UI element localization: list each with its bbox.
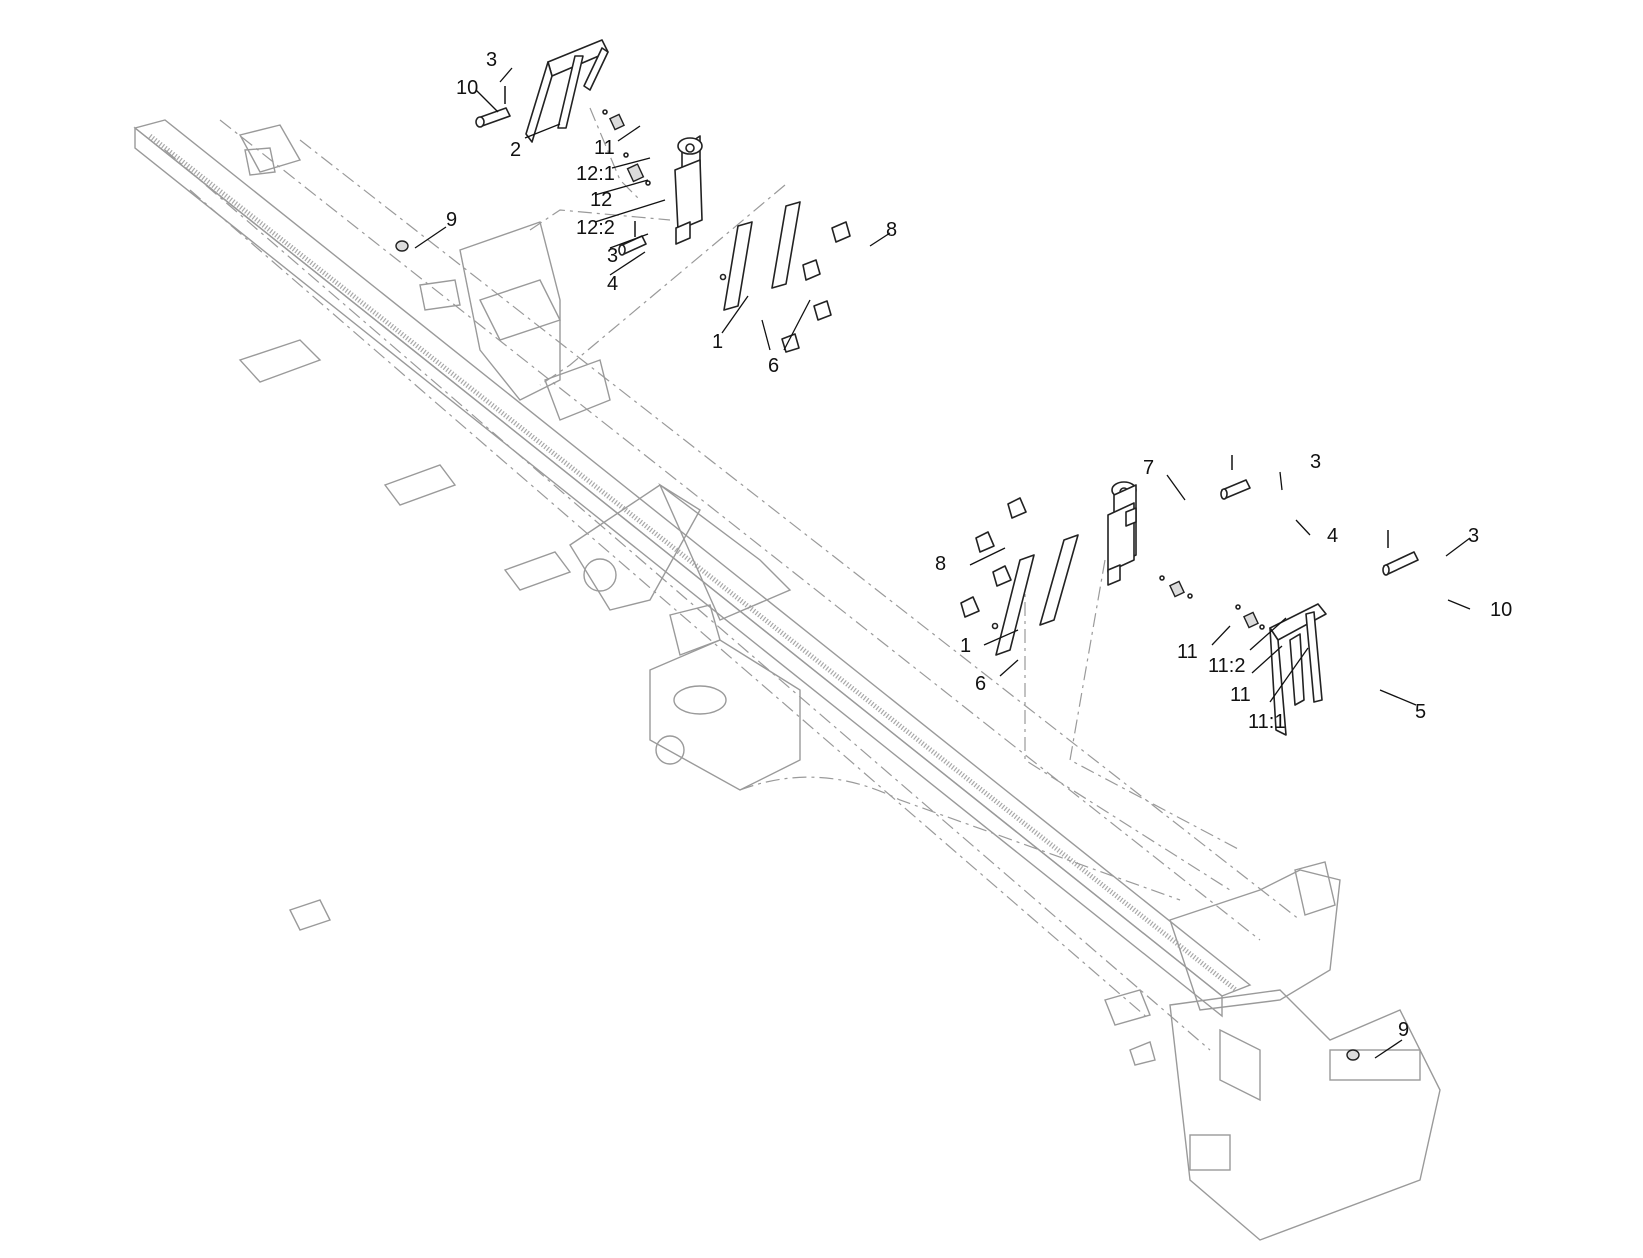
- callout-11-1: 11:1: [1248, 711, 1285, 733]
- callout-11-upper: 11: [594, 137, 615, 159]
- leader-lines: [414, 67, 1471, 1059]
- grease-fitting-lower: [991, 622, 999, 630]
- callout-4-lower: 4: [1327, 525, 1338, 547]
- grease-fitting-upper: [719, 273, 727, 281]
- callout-6-lower: 6: [975, 673, 986, 695]
- link-bars-upper: [723, 201, 801, 311]
- clevis-bracket-lower: [1269, 603, 1327, 736]
- lower-assembly: [960, 455, 1419, 1061]
- pin-10-lower: [1382, 551, 1419, 576]
- callout-4-upper: 4: [607, 273, 618, 295]
- pin-10-upper: [475, 107, 511, 128]
- callout-11-2: 11:2: [1208, 655, 1245, 677]
- callout-12-2: 12:2: [576, 217, 615, 239]
- callout-8-lower: 8: [935, 553, 946, 575]
- callout-3-upper-mid: 3: [607, 245, 618, 267]
- callout-1-lower: 1: [960, 635, 971, 657]
- link-bars-lower: [995, 534, 1079, 656]
- pin-4-upper: [618, 235, 647, 256]
- callout-12-1: 12:1: [576, 163, 615, 185]
- callout-11-lower-a: 11: [1177, 641, 1198, 663]
- callout-2: 2: [510, 139, 521, 161]
- hydraulic-cylinder-upper: [674, 135, 703, 245]
- callout-3-lower-a: 3: [1310, 451, 1321, 473]
- callout-7: 7: [1143, 457, 1154, 479]
- callout-8-upper: 8: [886, 219, 897, 241]
- callout-1-upper: 1: [712, 331, 723, 353]
- bolts-8-lower: [960, 497, 1027, 618]
- callout-6-upper: 6: [768, 355, 779, 377]
- fitting-11-lower-b: [1235, 604, 1265, 630]
- callout-11-lower-b: 11: [1230, 684, 1251, 706]
- pin-4-lower: [1220, 479, 1251, 500]
- callout-3-lower-b: 3: [1468, 525, 1479, 547]
- nut-9-lower: [1346, 1049, 1360, 1061]
- callout-5: 5: [1415, 701, 1426, 723]
- callout-10-upper: 10: [456, 77, 478, 99]
- fitting-12-upper: [623, 152, 651, 186]
- hydraulic-cylinder-lower: [1107, 481, 1137, 586]
- bolts-8-upper: [781, 221, 851, 353]
- callout-12: 12: [590, 189, 612, 211]
- nut-9-upper: [395, 240, 409, 252]
- upper-assembly: [395, 39, 851, 353]
- main-frame-ghost: [133, 107, 1441, 1241]
- fitting-11-upper: [602, 109, 625, 131]
- callout-3-upper-top: 3: [486, 49, 497, 71]
- callout-9-lower: 9: [1398, 1019, 1409, 1041]
- callout-10-lower: 10: [1490, 599, 1512, 621]
- clevis-bracket-upper: [525, 39, 609, 143]
- callout-labels: 3 10 2 11 12:1 12 12:2 3 4 9 8 1 6 7 3 4…: [446, 49, 1512, 1041]
- callout-9-upper: 9: [446, 209, 457, 231]
- fitting-11-lower-a: [1159, 575, 1193, 599]
